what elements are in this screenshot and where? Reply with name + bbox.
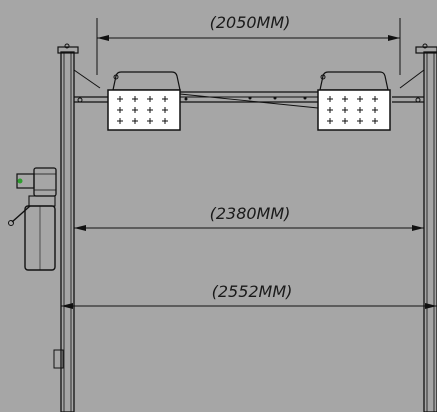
right-post — [415, 43, 437, 412]
bottom-dim-label: (2552MM) — [212, 282, 293, 301]
hydraulic-power-unit — [8, 167, 57, 271]
cross-beam — [73, 69, 425, 109]
top-dimension: (2050MM) — [96, 13, 401, 75]
middle-dimension: (2380MM) — [74, 204, 424, 231]
bottom-dimension: (2552MM) — [61, 282, 437, 309]
status-indicator-green — [17, 178, 23, 184]
left-post — [53, 43, 79, 412]
right-lift-pad — [317, 71, 391, 131]
left-lift-pad — [107, 71, 181, 131]
top-dim-label: (2050MM) — [210, 13, 291, 32]
middle-dim-label: (2380MM) — [210, 204, 291, 223]
